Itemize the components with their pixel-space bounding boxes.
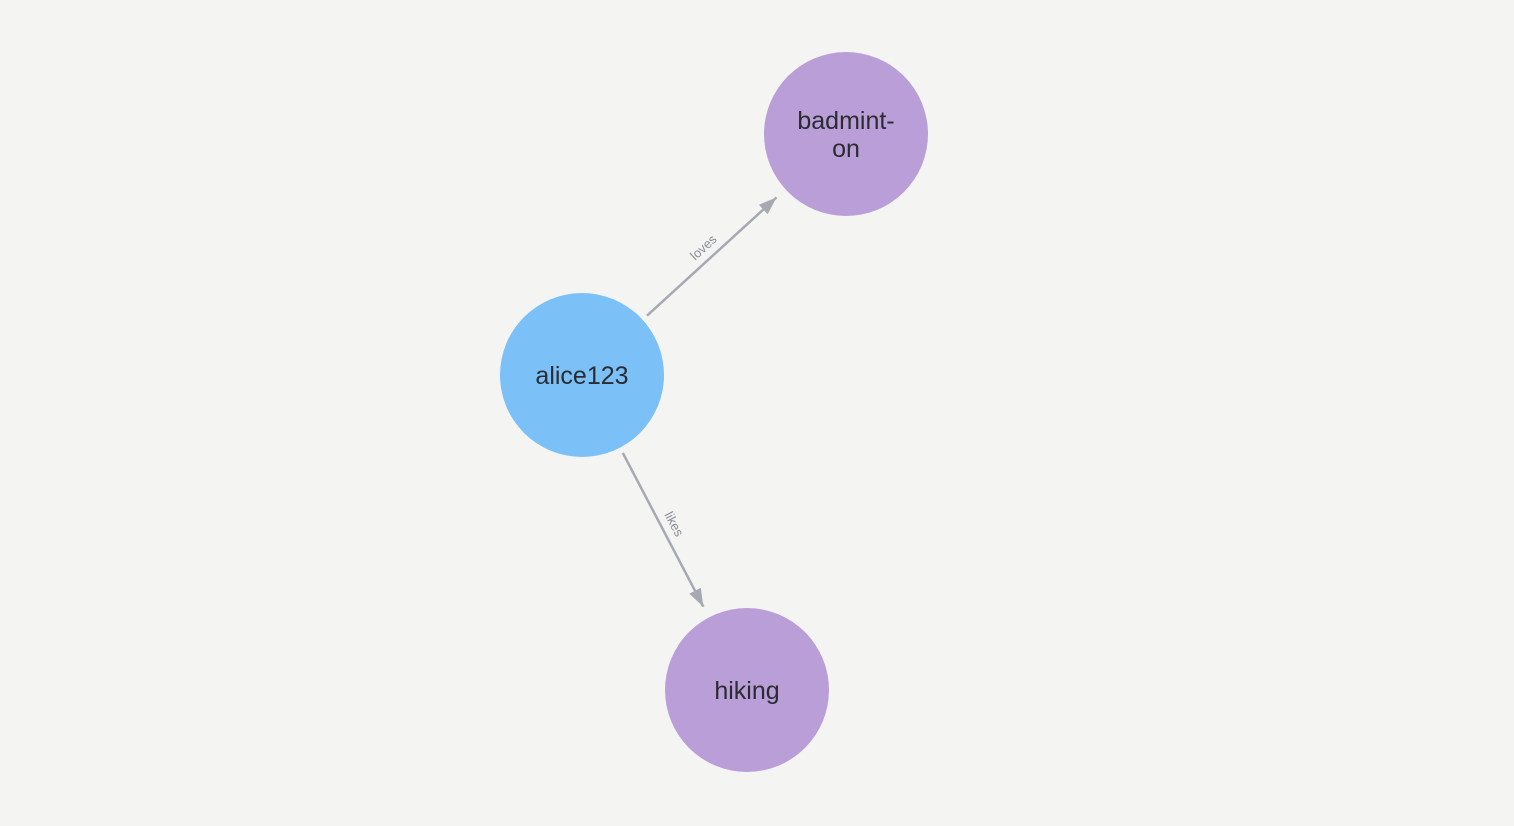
arrowhead-icon	[689, 587, 704, 607]
graph-node-hiking[interactable]: hiking	[665, 608, 829, 772]
edge-label: loves	[687, 231, 720, 263]
edge-line[interactable]	[646, 196, 778, 317]
node-circle[interactable]	[500, 293, 664, 457]
edge-line[interactable]	[621, 452, 705, 608]
node-circle[interactable]	[665, 608, 829, 772]
graph-node-alice123[interactable]: alice123	[500, 293, 664, 457]
node-circle[interactable]	[764, 52, 928, 216]
graph-node-badminton[interactable]: badmint-on	[764, 52, 928, 216]
graph-edge-likes[interactable]: likes	[621, 452, 705, 608]
arrowhead-icon	[758, 197, 777, 215]
graph-edge-loves[interactable]: loves	[646, 196, 778, 317]
